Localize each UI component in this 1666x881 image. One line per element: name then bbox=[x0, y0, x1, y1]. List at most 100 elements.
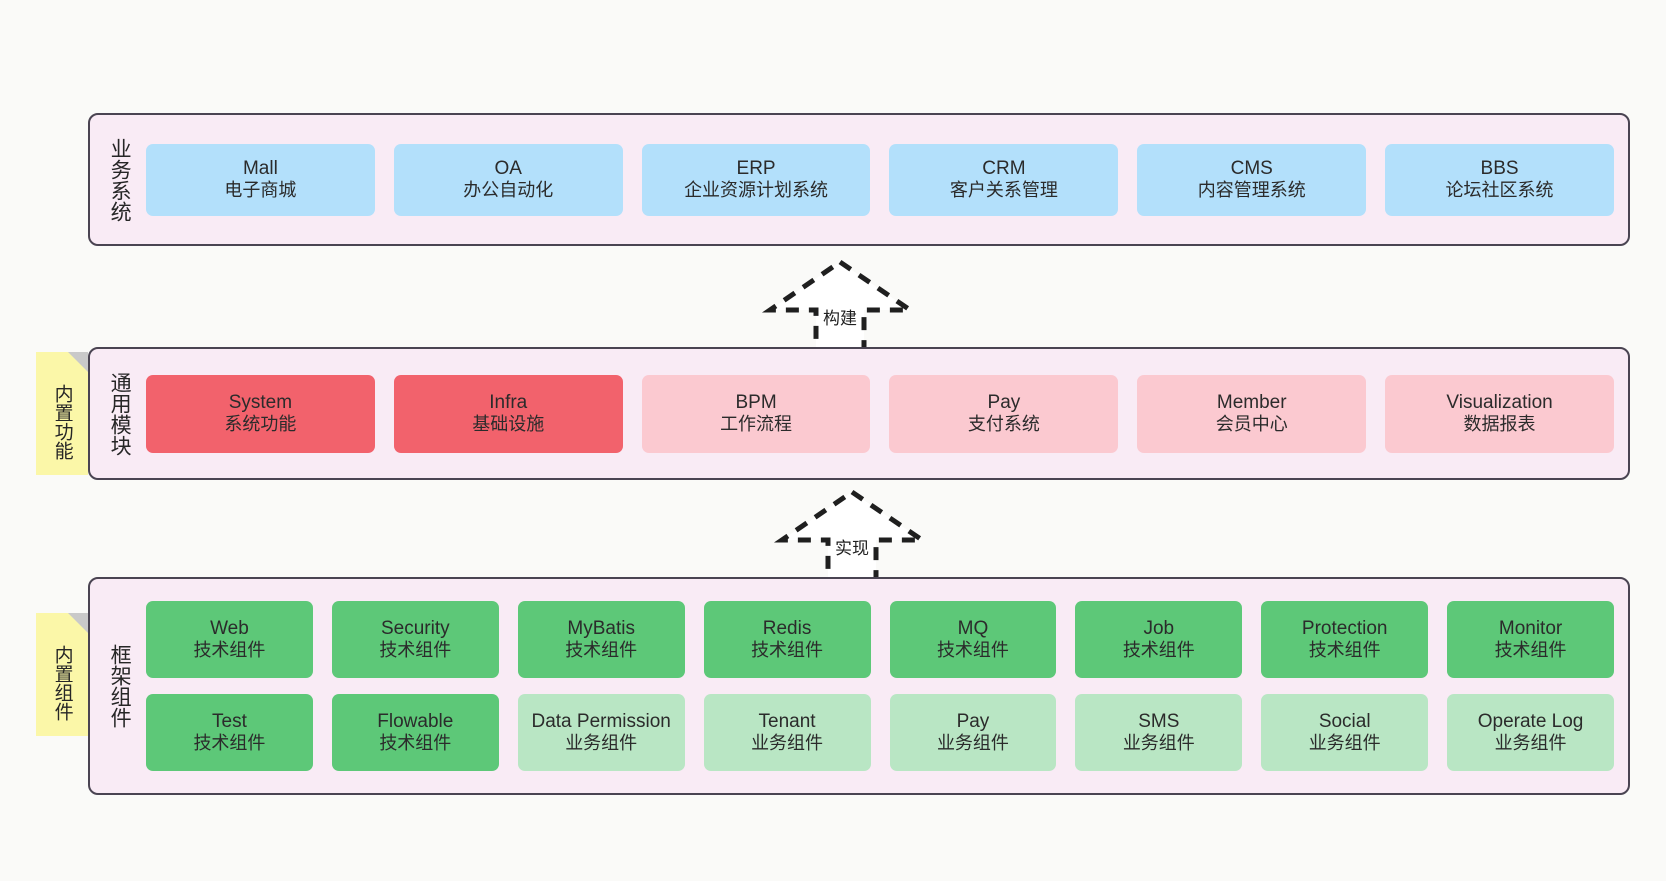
card-title: Data Permission bbox=[531, 710, 671, 732]
card-social[interactable]: Social 业务组件 bbox=[1261, 694, 1429, 771]
card-subtitle: 技术组件 bbox=[1308, 640, 1381, 661]
layer-title-business: 业务系统 bbox=[108, 137, 132, 222]
card-mall[interactable]: Mall 电子商城 bbox=[146, 143, 375, 216]
card-bbs[interactable]: BBS 论坛社区系统 bbox=[1385, 143, 1614, 216]
card-subtitle: 技术组件 bbox=[751, 640, 824, 661]
card-title: Operate Log bbox=[1477, 710, 1584, 732]
card-mybatis[interactable]: MyBatis 技术组件 bbox=[517, 601, 685, 678]
card-subtitle: 支付系统 bbox=[967, 414, 1040, 435]
card-subtitle: 基础设施 bbox=[472, 414, 545, 435]
card-pay-business[interactable]: Pay 业务组件 bbox=[889, 694, 1057, 771]
card-bpm[interactable]: BPM 工作流程 bbox=[641, 374, 871, 453]
card-subtitle: 技术组件 bbox=[193, 640, 266, 661]
card-title: Tenant bbox=[758, 710, 816, 732]
card-subtitle: 业务组件 bbox=[751, 733, 824, 754]
card-title: Job bbox=[1143, 617, 1175, 639]
card-title: Pay bbox=[987, 391, 1021, 413]
card-title: Web bbox=[210, 617, 249, 639]
card-mq[interactable]: MQ 技术组件 bbox=[889, 601, 1057, 678]
card-subtitle: 业务组件 bbox=[1308, 733, 1381, 754]
card-sms[interactable]: SMS 业务组件 bbox=[1075, 694, 1243, 771]
card-job[interactable]: Job 技术组件 bbox=[1075, 601, 1243, 678]
card-title: System bbox=[228, 391, 293, 413]
card-subtitle: 业务组件 bbox=[1494, 733, 1567, 754]
sticky-fold-corner-icon bbox=[68, 613, 88, 633]
card-subtitle: 会员中心 bbox=[1215, 414, 1288, 435]
card-crm[interactable]: CRM 客户关系管理 bbox=[889, 143, 1119, 216]
card-title: CMS bbox=[1230, 157, 1273, 179]
card-system[interactable]: System 系统功能 bbox=[146, 374, 375, 453]
layer-business-cards: Mall 电子商城 OA 办公自动化 ERP 企业资源计划系统 CRM 客户关系… bbox=[142, 115, 1628, 244]
card-visualization[interactable]: Visualization 数据报表 bbox=[1385, 374, 1614, 453]
card-row: Web 技术组件 Security 技术组件 MyBatis 技术组件 Redi… bbox=[146, 601, 1614, 678]
card-subtitle: 业务组件 bbox=[1122, 733, 1195, 754]
card-subtitle: 论坛社区系统 bbox=[1445, 180, 1554, 201]
card-redis[interactable]: Redis 技术组件 bbox=[703, 601, 871, 678]
card-title: Member bbox=[1216, 391, 1287, 413]
card-title: CRM bbox=[982, 157, 1026, 179]
card-subtitle: 业务组件 bbox=[565, 733, 638, 754]
layer-framework-component: 框架组件 Web 技术组件 Security 技术组件 MyBatis 技术组件… bbox=[88, 577, 1630, 795]
card-title: Social bbox=[1318, 710, 1371, 732]
card-subtitle: 系统功能 bbox=[224, 414, 297, 435]
card-data-permission[interactable]: Data Permission 业务组件 bbox=[517, 694, 685, 771]
card-title: Infra bbox=[489, 391, 528, 413]
card-subtitle: 数据报表 bbox=[1463, 414, 1536, 435]
sticky-fold-corner-icon bbox=[68, 352, 88, 372]
implement-arrow-label: 实现 bbox=[835, 539, 869, 558]
card-subtitle: 技术组件 bbox=[936, 640, 1009, 661]
card-row: System 系统功能 Infra 基础设施 BPM 工作流程 Pay 支付系统… bbox=[146, 374, 1614, 453]
card-title: Security bbox=[380, 617, 450, 639]
card-web[interactable]: Web 技术组件 bbox=[146, 601, 313, 678]
card-title: BBS bbox=[1480, 157, 1519, 179]
layer-business-system: 业务系统 Mall 电子商城 OA 办公自动化 ERP 企业资源计划系统 CRM… bbox=[88, 113, 1630, 246]
card-pay[interactable]: Pay 支付系统 bbox=[889, 374, 1119, 453]
card-security[interactable]: Security 技术组件 bbox=[331, 601, 499, 678]
card-member[interactable]: Member 会员中心 bbox=[1137, 374, 1367, 453]
card-title: ERP bbox=[736, 157, 776, 179]
card-cms[interactable]: CMS 内容管理系统 bbox=[1137, 143, 1367, 216]
card-oa[interactable]: OA 办公自动化 bbox=[393, 143, 623, 216]
build-arrow: 构建 bbox=[760, 258, 920, 354]
card-subtitle: 业务组件 bbox=[936, 733, 1009, 754]
sticky-note-builtin-function: 内置功能 bbox=[36, 352, 88, 475]
card-subtitle: 技术组件 bbox=[379, 640, 452, 661]
card-title: SMS bbox=[1138, 710, 1180, 732]
card-subtitle: 技术组件 bbox=[565, 640, 638, 661]
card-subtitle: 技术组件 bbox=[193, 733, 266, 754]
layer-common-module: 通用模块 System 系统功能 Infra 基础设施 BPM 工作流程 Pay… bbox=[88, 347, 1630, 480]
layer-frame-cards: Web 技术组件 Security 技术组件 MyBatis 技术组件 Redi… bbox=[142, 579, 1628, 793]
sticky-note-builtin-component: 内置组件 bbox=[36, 613, 88, 736]
layer-common-cards: System 系统功能 Infra 基础设施 BPM 工作流程 Pay 支付系统… bbox=[142, 349, 1628, 478]
card-tenant[interactable]: Tenant 业务组件 bbox=[703, 694, 871, 771]
card-title: Pay bbox=[956, 710, 990, 732]
card-protection[interactable]: Protection 技术组件 bbox=[1261, 601, 1429, 678]
card-subtitle: 办公自动化 bbox=[463, 180, 554, 201]
card-test[interactable]: Test 技术组件 bbox=[146, 694, 313, 771]
card-subtitle: 技术组件 bbox=[1122, 640, 1195, 661]
card-title: MyBatis bbox=[567, 617, 635, 639]
layer-title-common: 通用模块 bbox=[108, 371, 132, 456]
card-title: Protection bbox=[1301, 617, 1388, 639]
card-title: Visualization bbox=[1446, 391, 1553, 413]
card-operate-log[interactable]: Operate Log 业务组件 bbox=[1447, 694, 1614, 771]
layer-title-frame: 框架组件 bbox=[108, 644, 132, 728]
card-flowable[interactable]: Flowable 技术组件 bbox=[331, 694, 499, 771]
build-arrow-label: 构建 bbox=[823, 309, 857, 328]
card-subtitle: 企业资源计划系统 bbox=[684, 180, 829, 201]
card-monitor[interactable]: Monitor 技术组件 bbox=[1447, 601, 1614, 678]
card-subtitle: 客户关系管理 bbox=[949, 180, 1058, 201]
card-row: Mall 电子商城 OA 办公自动化 ERP 企业资源计划系统 CRM 客户关系… bbox=[146, 143, 1614, 216]
sticky-note-text: 内置功能 bbox=[51, 383, 73, 460]
card-erp[interactable]: ERP 企业资源计划系统 bbox=[641, 143, 871, 216]
card-title: MQ bbox=[957, 617, 989, 639]
card-infra[interactable]: Infra 基础设施 bbox=[393, 374, 623, 453]
card-title: Monitor bbox=[1498, 617, 1563, 639]
card-subtitle: 工作流程 bbox=[720, 414, 793, 435]
card-title: Flowable bbox=[377, 710, 454, 732]
card-row: Test 技术组件 Flowable 技术组件 Data Permission … bbox=[146, 694, 1614, 771]
card-title: OA bbox=[494, 157, 522, 179]
card-subtitle: 电子商城 bbox=[224, 180, 297, 201]
card-subtitle: 内容管理系统 bbox=[1197, 180, 1306, 201]
